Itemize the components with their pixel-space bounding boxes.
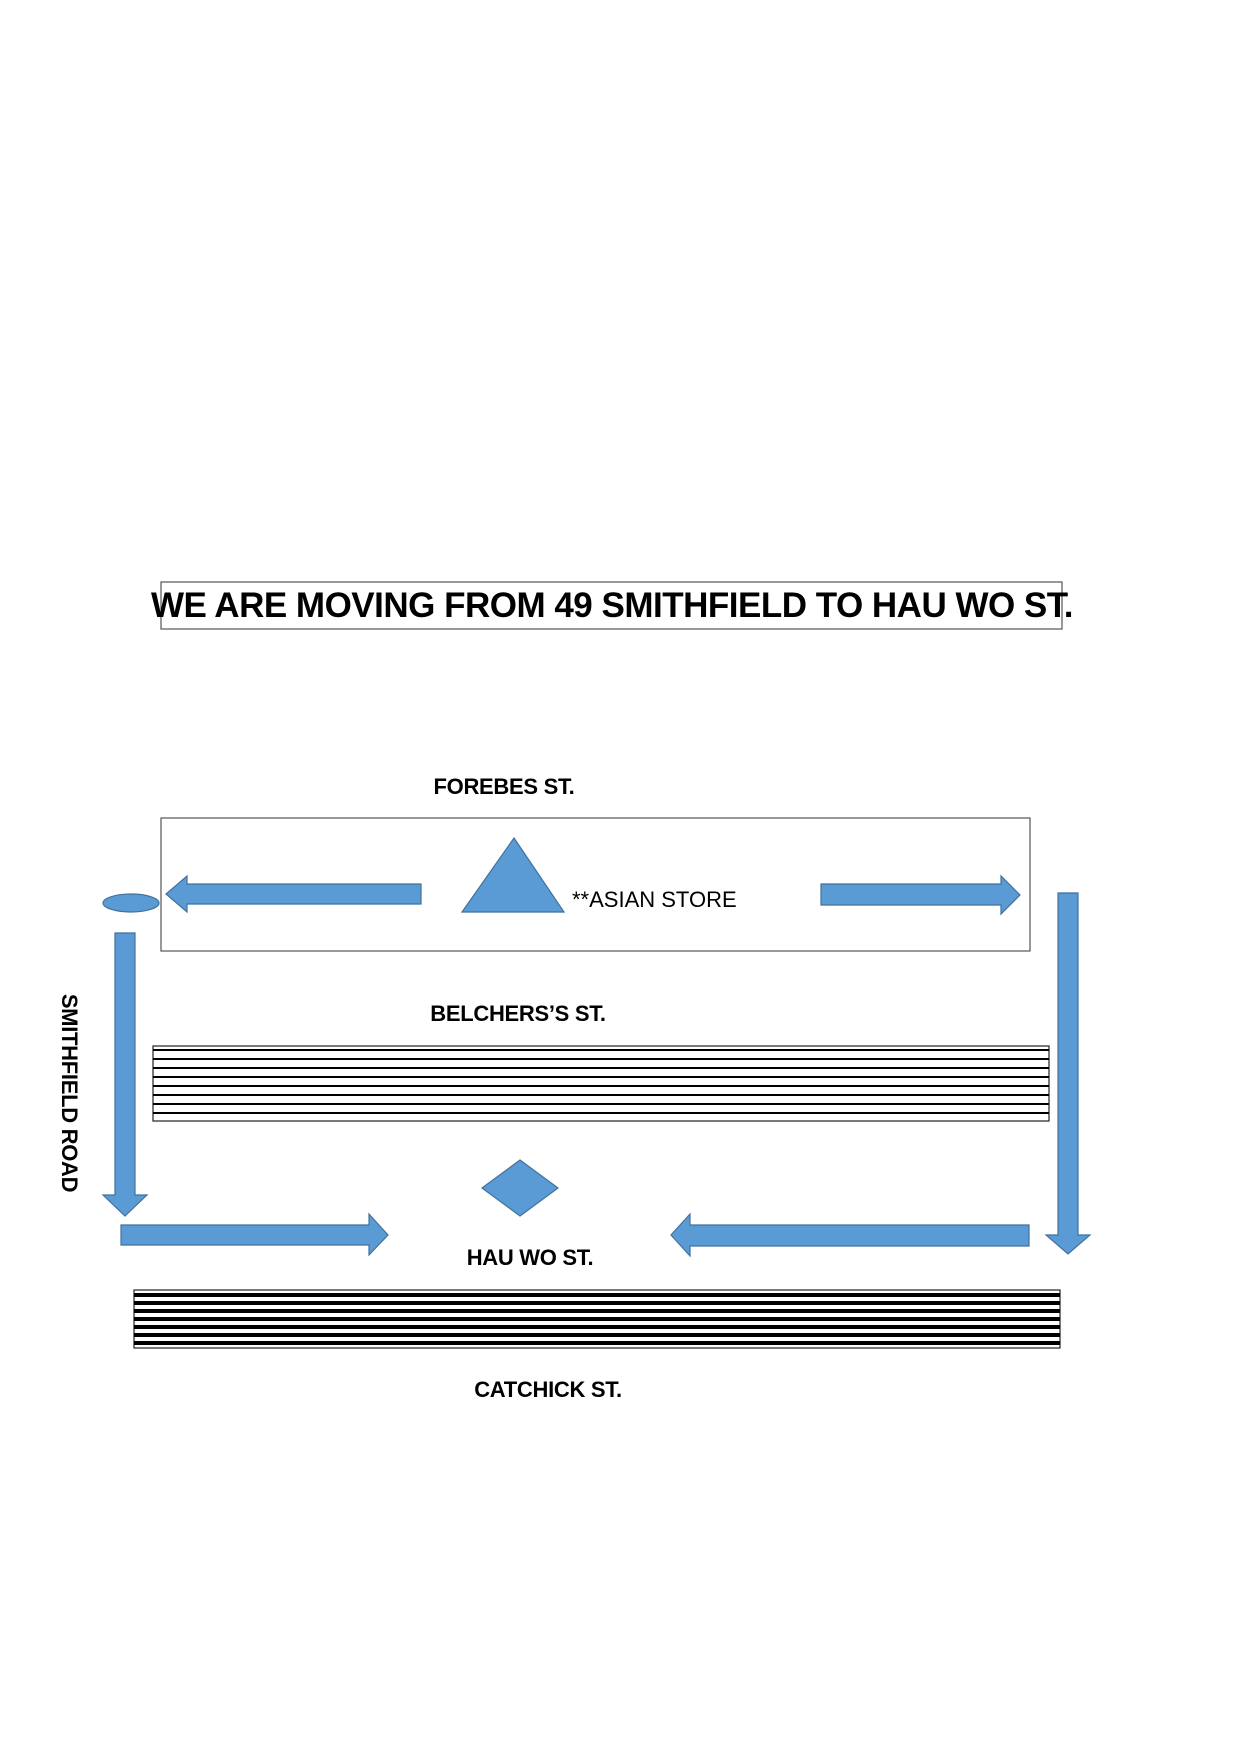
arrow-right-icon <box>820 874 1021 916</box>
origin-oval-marker-icon <box>102 893 160 913</box>
arrow-down-left-side-icon <box>101 932 149 1217</box>
arrow-left-to-destination-icon <box>670 1212 1030 1258</box>
arrow-right-to-destination-icon <box>120 1212 389 1257</box>
catchick-street-stripes <box>133 1289 1061 1349</box>
forebes-street-label: FOREBES ST. <box>434 774 575 799</box>
triangle-store-marker-icon <box>460 836 566 913</box>
title-box: WE ARE MOVING FROM 49 SMITHFIELD TO HAU … <box>151 581 1074 630</box>
title-border <box>160 581 1063 630</box>
smithfield-road-label: SMITHFIELD ROAD <box>57 994 82 1192</box>
belchers-street-label: BELCHERS’S ST. <box>430 1001 606 1026</box>
page-title: WE ARE MOVING FROM 49 SMITHFIELD TO HAU … <box>151 586 1073 625</box>
destination-diamond-marker-icon <box>480 1159 560 1217</box>
belchers-street-stripes <box>152 1045 1050 1122</box>
arrow-left-icon <box>165 874 422 914</box>
forebes-block <box>160 817 1031 952</box>
catchick-street-label: CATCHICK ST. <box>474 1377 622 1402</box>
hau-wo-street-label: HAU WO ST. <box>467 1245 594 1270</box>
arrow-down-right-side-icon <box>1044 892 1092 1255</box>
asian-store-label: **ASIAN STORE <box>572 887 737 912</box>
